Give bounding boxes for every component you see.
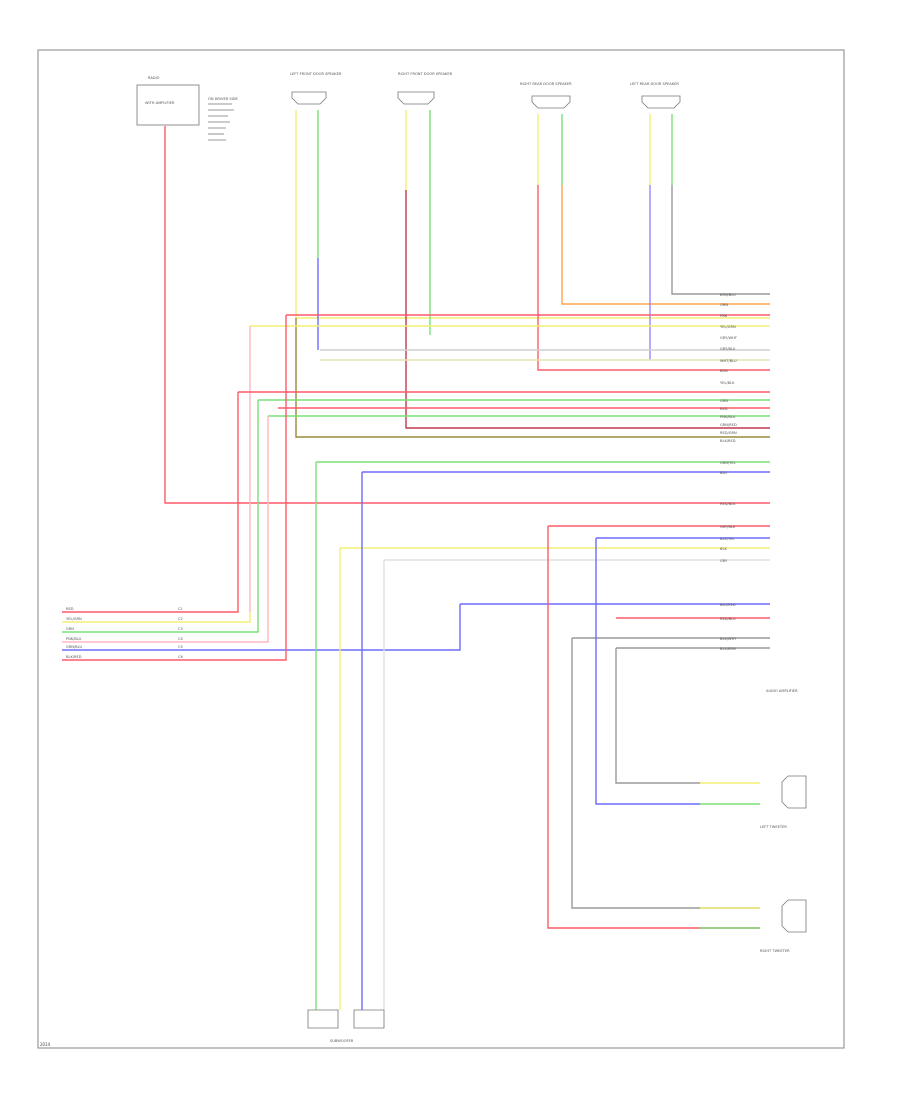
svg-text:BLK/RED: BLK/RED — [66, 655, 82, 659]
svg-text:RIGHT REAR DOOR SPEAKER: RIGHT REAR DOOR SPEAKER — [520, 82, 572, 86]
svg-text:BLK: BLK — [720, 547, 727, 551]
radio-box-title: RADIO — [148, 76, 160, 80]
svg-text:GRN: GRN — [720, 399, 728, 403]
right-rear-door-speaker: RIGHT REAR DOOR SPEAKER — [520, 82, 572, 109]
svg-text:GRN: GRN — [66, 627, 74, 631]
wire-group-subwoofer — [315, 462, 385, 1010]
svg-text:C6: C6 — [178, 655, 184, 659]
svg-text:RED/BLU: RED/BLU — [720, 617, 736, 621]
amp-note: AUDIO AMPLIFIER — [766, 689, 798, 693]
svg-text:RED/GRN: RED/GRN — [720, 431, 737, 435]
svg-text:YEL/GRN: YEL/GRN — [720, 325, 736, 329]
svg-text:SUBWOOFER: SUBWOOFER — [330, 1039, 354, 1043]
svg-text:GRY/BLK: GRY/BLK — [720, 525, 736, 529]
wire-group-top — [164, 110, 770, 504]
radio-note: ON DRIVER SIDE — [208, 97, 238, 101]
right-front-door-speaker: RIGHT FRONT DOOR SPEAKER — [397, 72, 453, 105]
left-front-door-speaker: LEFT FRONT DOOR SPEAKER — [290, 72, 342, 105]
svg-text:RED/BLK: RED/BLK — [720, 502, 736, 506]
svg-text:LEFT REAR DOOR SPEAKER: LEFT REAR DOOR SPEAKER — [630, 82, 679, 86]
svg-text:RED: RED — [66, 607, 74, 611]
svg-text:BLK/BRN: BLK/BRN — [720, 647, 736, 651]
svg-text:GRY/BLU: GRY/BLU — [720, 347, 736, 351]
svg-text:LEFT TWEETER: LEFT TWEETER — [760, 825, 787, 829]
svg-text:GRY/WHT: GRY/WHT — [720, 336, 738, 340]
subwoofer: SUBWOOFER — [307, 1009, 385, 1043]
radio-box — [136, 84, 200, 126]
svg-text:BRN/BLU: BRN/BLU — [720, 293, 736, 297]
wire-rr-red — [537, 185, 770, 371]
svg-text:C5: C5 — [178, 645, 183, 649]
right-wire-labels: BRN/BLU ORN PNK YEL/GRN GRY/WHT GRY/BLU … — [720, 293, 738, 651]
svg-text:GRN/YEL: GRN/YEL — [720, 461, 736, 465]
svg-text:BLK/WHT: BLK/WHT — [720, 637, 737, 641]
svg-text:C4: C4 — [178, 637, 184, 641]
svg-text:C3: C3 — [178, 627, 183, 631]
wire-group-bus — [62, 314, 770, 661]
svg-text:PNK/BLU: PNK/BLU — [720, 415, 736, 419]
footer-code: 2014 — [40, 1042, 51, 1047]
svg-text:C2: C2 — [178, 617, 183, 621]
svg-text:ORN: ORN — [720, 303, 728, 307]
svg-text:YEL/GRN: YEL/GRN — [66, 617, 82, 621]
wire-lr-gray — [671, 185, 770, 295]
svg-text:GRN/RED: GRN/RED — [720, 423, 737, 427]
diagram-frame — [37, 49, 845, 1049]
wire-group-tweeter — [547, 526, 760, 929]
svg-text:RIGHT TWEETER: RIGHT TWEETER — [760, 949, 790, 953]
left-connector-labels: RED YEL/GRN GRN PNK/BLU GRN/BLU BLK/RED … — [66, 607, 184, 659]
svg-text:WHT/BLU: WHT/BLU — [720, 359, 737, 363]
radio-box-sub: WITH AMPLIFIER — [145, 101, 175, 105]
svg-text:BLU: BLU — [720, 471, 727, 475]
right-tweeter: RIGHT TWEETER — [760, 899, 807, 953]
wire-rf-red — [405, 190, 770, 429]
svg-text:C1: C1 — [178, 607, 183, 611]
svg-text:BLK/RED: BLK/RED — [720, 439, 736, 443]
wire-rr-orange — [561, 185, 770, 305]
svg-text:BLK/YEL: BLK/YEL — [720, 537, 735, 541]
wire-lf-yellow — [295, 110, 770, 319]
svg-text:BRN: BRN — [720, 369, 728, 373]
svg-text:RED: RED — [720, 407, 728, 411]
svg-text:PNK: PNK — [720, 314, 728, 318]
svg-text:PNK/BLU: PNK/BLU — [66, 637, 82, 641]
left-tweeter: LEFT TWEETER — [760, 775, 807, 829]
svg-text:RIGHT FRONT DOOR SPEAKER: RIGHT FRONT DOOR SPEAKER — [398, 72, 453, 76]
svg-text:YEL/BLK: YEL/BLK — [720, 381, 735, 385]
wire-radio-red — [164, 126, 770, 504]
svg-text:LEFT FRONT DOOR SPEAKER: LEFT FRONT DOOR SPEAKER — [290, 72, 342, 76]
svg-text:GRN/BLU: GRN/BLU — [66, 645, 82, 649]
left-rear-door-speaker: LEFT REAR DOOR SPEAKER — [630, 82, 681, 109]
svg-text:BLU/RED: BLU/RED — [720, 603, 736, 607]
radio-note-lines — [208, 103, 234, 141]
wire-lf-brown — [295, 318, 770, 438]
svg-text:GRY: GRY — [720, 559, 728, 563]
